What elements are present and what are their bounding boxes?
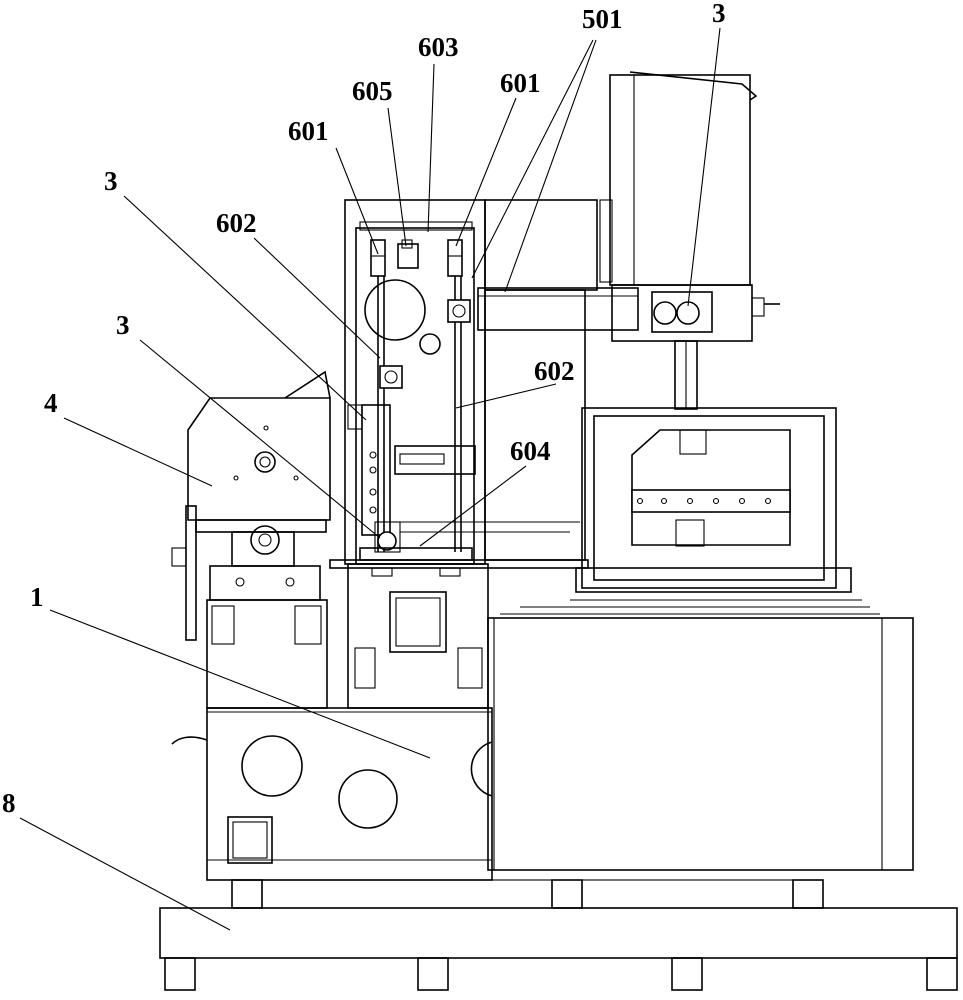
label-3-lower-left: 3 [116, 310, 130, 340]
label-1: 1 [30, 582, 44, 612]
label-601-right: 601 [500, 68, 541, 98]
label-604: 604 [510, 436, 551, 466]
label-8: 8 [2, 788, 16, 818]
label-3-upper-left: 3 [104, 166, 118, 196]
label-4: 4 [44, 388, 58, 418]
centre-column [330, 560, 588, 708]
machine-body [172, 708, 492, 880]
right-cabinet [488, 618, 913, 870]
left-pedestal [207, 566, 327, 708]
label-602-right: 602 [534, 356, 575, 386]
work-box [500, 408, 880, 614]
label-605: 605 [352, 76, 393, 106]
leader-lines [20, 28, 720, 930]
label-603: 603 [418, 32, 459, 62]
label-501: 501 [582, 4, 623, 34]
base-pallet [160, 880, 957, 990]
label-601-left: 601 [288, 116, 329, 146]
label-602-upper: 602 [216, 208, 257, 238]
label-3-top-right: 3 [712, 0, 726, 28]
part-labels: 501 3 603 605 601 601 3 602 3 4 602 604 … [2, 0, 726, 818]
